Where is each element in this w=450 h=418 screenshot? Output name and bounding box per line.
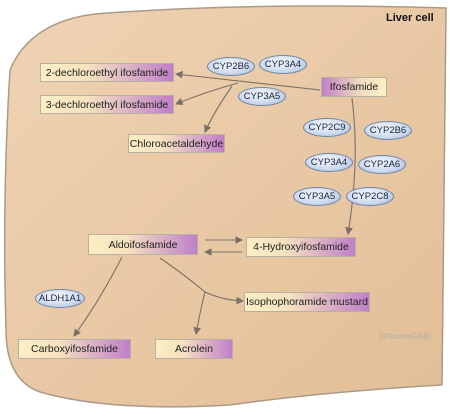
- node-chloroacetaldehyde[interactable]: Chloroacetaldehyde: [128, 134, 225, 153]
- arrow-branch-to-dechloro3: [174, 82, 239, 106]
- arrow-aldo-to-split: [159, 257, 206, 293]
- enzyme-cyp2a6[interactable]: CYP2A6: [358, 155, 406, 174]
- arrow-split-to-mustard: [204, 291, 245, 305]
- enzyme-cyp2b6-hydroxylation[interactable]: CYP2B6: [364, 121, 412, 140]
- arrow-ifos-to-hydroxy: [345, 97, 356, 236]
- node-isophophoramide-mustard[interactable]: Isophophoramide mustard: [244, 292, 370, 312]
- watermark: ©PharmGKB: [378, 331, 430, 341]
- arrow-branch-to-chloroacetaldehyde: [204, 85, 233, 134]
- enzyme-cyp3a4-dechlorination[interactable]: CYP3A4: [259, 55, 307, 74]
- node-ifosfamide[interactable]: Ifosfamide: [321, 77, 387, 97]
- enzyme-cyp3a4-hydroxylation[interactable]: CYP3A4: [305, 153, 353, 172]
- enzyme-cyp2c9[interactable]: CYP2C9: [303, 118, 351, 137]
- enzyme-cyp3a5-hydroxylation[interactable]: CYP3A5: [293, 187, 341, 206]
- arrow-ifos-to-dechloro2: [174, 70, 321, 91]
- arrow-split-to-acrolein: [193, 291, 206, 336]
- enzyme-cyp2c8[interactable]: CYP2C8: [346, 187, 394, 206]
- arrow-aldo-to-carboxy: [73, 256, 123, 337]
- enzyme-cyp3a5-dechlorination[interactable]: CYP3A5: [238, 87, 286, 106]
- node-aldoifosfamide[interactable]: Aldoifosfamide: [88, 234, 198, 255]
- node-acrolein[interactable]: Acrolein: [155, 339, 233, 359]
- node-2-dechloroethyl-ifosfamide[interactable]: 2-dechloroethyl ifosfamide: [40, 63, 174, 82]
- node-4-hydroxyifosfamide[interactable]: 4-Hydroxyifosfamide: [246, 237, 356, 257]
- node-carboxyifosfamide[interactable]: Carboxyifosfamide: [18, 339, 131, 359]
- enzyme-cyp2b6-dechlorination[interactable]: CYP2B6: [207, 57, 255, 76]
- node-3-dechloroethyl-ifosfamide[interactable]: 3-dechloroethyl ifosfamide: [40, 95, 174, 114]
- cell-label: Liver cell: [386, 12, 434, 24]
- enzyme-aldh1a1[interactable]: ALDH1A1: [35, 289, 85, 308]
